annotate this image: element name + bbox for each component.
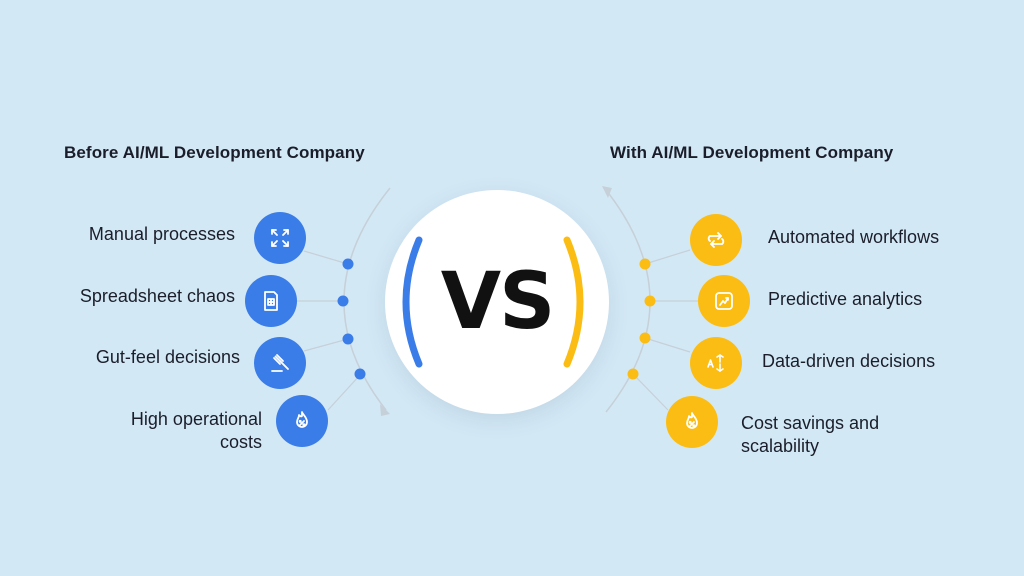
with-item-4-line-2: scalability [741,436,820,456]
with-item-1-label: Automated workflows [768,227,940,247]
right-arc [605,189,651,413]
before-item-1-label: Manual processes [88,224,235,244]
before-item-2-label: Spreadsheet chaos [79,286,235,306]
spreadsheet-icon [245,275,297,327]
with-connector-4 [632,373,669,411]
before-connector-4 [327,374,361,411]
with-dot-3 [639,332,651,344]
gavel-icon [254,337,306,389]
with-connector-3 [644,337,691,353]
yellow-bracket [563,236,584,368]
with-dot-1 [639,258,651,270]
with-item-3-label: Data-driven decisions [762,351,936,371]
before-item-4-line-2: costs [219,432,262,452]
before-dot-2 [337,295,349,307]
with-item-4-label: Cost savings and scalability [741,412,879,458]
vs-circle: VS [385,190,609,414]
before-dot-3 [342,333,354,345]
with-item-4-line-1: Cost savings and [741,413,880,433]
left-arc [343,187,391,411]
before-connector-1 [303,250,349,265]
before-item-3-label: Gut-feel decisions [95,347,240,367]
with-dot-4 [627,368,639,380]
analytics-chart-icon [698,275,750,327]
before-dot-1 [342,258,354,270]
flame-percent-icon [666,396,718,448]
with-item-2-label: Predictive analytics [768,289,923,309]
vs-text: VS [440,257,556,347]
before-item-4-label: High operational costs [131,408,262,454]
data-translate-icon [690,337,742,389]
arrows-collapse-icon [254,212,306,264]
with-dot-2 [644,295,656,307]
with-connector-1 [644,249,691,265]
flame-percent-icon [276,395,328,447]
blue-bracket [402,236,423,368]
before-connector-3 [303,338,349,352]
with-heading: With AI/ML Development Company [610,143,894,162]
before-dot-4 [354,368,366,380]
workflow-arrows-icon [690,214,742,266]
before-item-4-line-1: High operational [130,409,262,429]
vs-brackets [402,236,584,368]
before-heading: Before AI/ML Development Company [64,143,365,162]
